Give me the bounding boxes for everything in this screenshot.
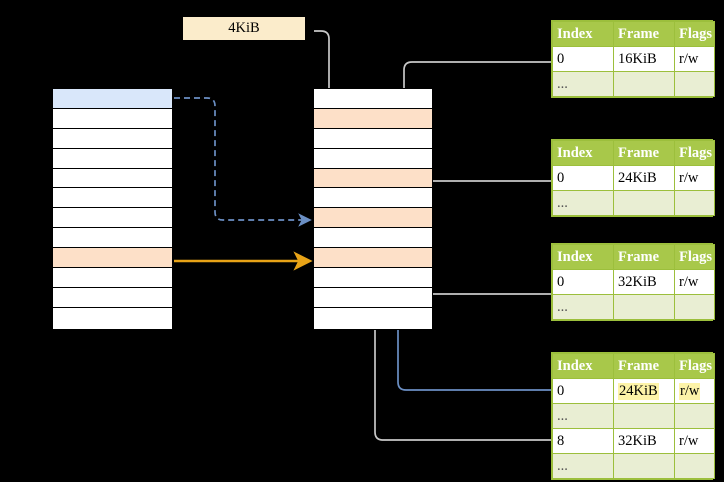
physical-frame-cell [314, 188, 432, 209]
table-row: ... [552, 294, 715, 320]
table-cell: 32KiB [613, 428, 675, 454]
table-header-flags: Flags [674, 244, 715, 270]
table-cell: ... [552, 71, 614, 97]
virtual-page-cell [53, 208, 172, 229]
table-cell [674, 294, 715, 320]
virtual-page-cell [53, 228, 172, 249]
table-cell: 0 [552, 378, 614, 404]
virtual-page-cell [53, 248, 172, 269]
table-header-frame: Frame [613, 244, 675, 270]
virtual-page-cell [53, 108, 172, 129]
table-header-flags: Flags [674, 353, 715, 379]
table-cell: 24KiB [613, 378, 675, 404]
table-cell: r/w [674, 165, 715, 191]
table-cell [613, 453, 675, 479]
virtual-page-cell [53, 287, 172, 308]
table-cell: ... [552, 190, 614, 216]
table-cell [613, 71, 675, 97]
table-cell: r/w [674, 428, 715, 454]
physical-memory-column [313, 88, 433, 330]
table-cell: 32KiB [613, 269, 675, 295]
virtual-page-cell [53, 168, 172, 189]
table-cell: 0 [552, 165, 614, 191]
table-header-index: Index [552, 140, 614, 166]
table-row: ... [552, 71, 715, 97]
table-header-flags: Flags [674, 21, 715, 47]
table-row: ... [552, 190, 715, 216]
virtual-page-cell [53, 89, 172, 109]
table-header-frame: Frame [613, 353, 675, 379]
virtual-page-cell [53, 188, 172, 209]
table-cell: ... [552, 453, 614, 479]
table-cell [674, 453, 715, 479]
table-cell: 24KiB [613, 165, 675, 191]
highlighted-value: 24KiB [618, 382, 659, 400]
physical-frame-cell [314, 128, 432, 149]
physical-frame-cell [314, 208, 432, 229]
table-header-frame: Frame [613, 21, 675, 47]
table-cell [613, 190, 675, 216]
virtual-page-cell [53, 268, 172, 288]
physical-frame-cell [314, 228, 432, 249]
physical-frame-cell [314, 148, 432, 169]
size-label-4kib: 4KiB [183, 17, 305, 40]
table-cell [613, 294, 675, 320]
physical-frame-cell [314, 108, 432, 129]
table-header-index: Index [552, 21, 614, 47]
virtual-page-cell [53, 307, 172, 328]
table-cell: ... [552, 403, 614, 429]
table-cell: 0 [552, 46, 614, 72]
table-row: ... [552, 403, 715, 429]
table-row: ... [552, 453, 715, 479]
table-header-flags: Flags [674, 140, 715, 166]
table-cell [674, 71, 715, 97]
physical-frame-cell [314, 268, 432, 288]
physical-frame-cell [314, 307, 432, 328]
highlighted-value: r/w [679, 382, 701, 400]
table-cell: r/w [674, 46, 715, 72]
virtual-page-cell [53, 148, 172, 169]
table-cell: ... [552, 294, 614, 320]
physical-frame-cell [314, 89, 432, 109]
table-cell [674, 190, 715, 216]
table-cell: 16KiB [613, 46, 675, 72]
virtual-page-cell [53, 128, 172, 149]
table-cell: 0 [552, 269, 614, 295]
table-cell: r/w [674, 378, 715, 404]
table-header-index: Index [552, 244, 614, 270]
table-header-frame: Frame [613, 140, 675, 166]
table-cell: r/w [674, 269, 715, 295]
table-cell [613, 403, 675, 429]
physical-frame-cell [314, 287, 432, 308]
table-cell: 8 [552, 428, 614, 454]
physical-frame-cell [314, 248, 432, 269]
table-cell [674, 403, 715, 429]
virtual-address-column [52, 88, 173, 330]
table-header-index: Index [552, 353, 614, 379]
physical-frame-cell [314, 168, 432, 189]
